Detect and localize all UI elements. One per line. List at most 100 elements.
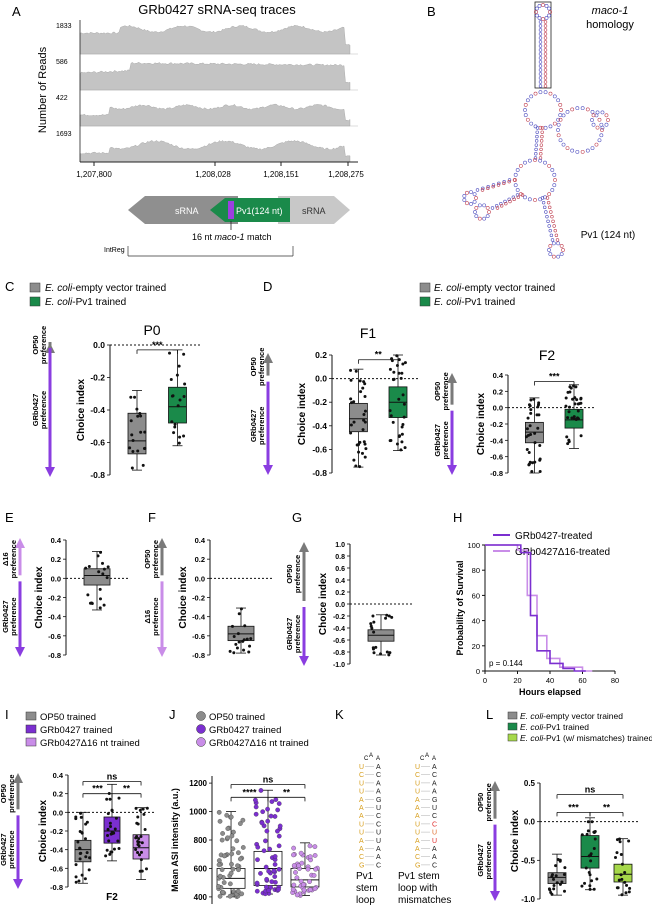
- data-point: [88, 856, 92, 860]
- data-point: [80, 831, 84, 835]
- data-point: [136, 842, 140, 846]
- stem-base-left: G: [359, 862, 364, 869]
- data-point: [237, 856, 243, 862]
- data-point: [139, 850, 143, 854]
- data-point: [296, 863, 301, 869]
- data-point: [117, 847, 121, 851]
- data-point: [234, 642, 238, 646]
- y-tick-label: -0.8: [192, 651, 205, 660]
- nucleotide: [516, 195, 521, 199]
- base: A: [425, 753, 429, 759]
- stem-base-right: C: [432, 813, 437, 820]
- data-point: [108, 797, 112, 801]
- nucleotide: [547, 248, 551, 252]
- data-point: [97, 570, 101, 574]
- stem-base-right: A: [432, 780, 437, 787]
- pref-bottom-label: preference: [441, 421, 450, 459]
- y-tick-label: -0.2: [48, 594, 61, 603]
- data-point: [390, 615, 394, 619]
- legend-c: C E. coli-empty vector trained E. coli-P…: [5, 279, 166, 308]
- y-tick-label: 60: [472, 591, 480, 600]
- pref-bottom-label: preference: [7, 830, 16, 868]
- nucleotide: [597, 138, 602, 143]
- data-point: [526, 416, 530, 420]
- data-point: [372, 630, 376, 634]
- k-caption-left-3: loop: [356, 895, 375, 906]
- data-point: [107, 839, 111, 843]
- legend-h: GRb0427-treated GRb0427Δ16-treated: [493, 531, 610, 558]
- read-coverage-trace: [79, 62, 351, 91]
- nucleotide: [538, 32, 543, 36]
- data-point: [391, 378, 395, 382]
- pref-top-label: OP50: [285, 564, 294, 583]
- y-axis-label: Choice index: [178, 566, 189, 629]
- data-point: [291, 852, 296, 858]
- preference-arrowhead-up: [490, 781, 500, 791]
- data-point: [624, 891, 628, 895]
- nucleotide: [523, 108, 527, 112]
- data-point: [533, 441, 537, 445]
- y-tick-label: 0.4: [53, 771, 64, 780]
- stem-base-right: G: [376, 797, 381, 804]
- legend-c-item-1: E. coli-empty vector trained: [45, 283, 166, 294]
- stem-base-left: A: [359, 797, 364, 804]
- data-point: [232, 651, 236, 655]
- data-point: [253, 797, 258, 803]
- data-point: [249, 637, 253, 641]
- chart-g: 1.00.80.60.40.20.0-0.2-0.4-0.6-0.8-1.0Ch…: [285, 542, 412, 669]
- y-axis-label: Choice index: [34, 566, 45, 629]
- data-point: [229, 861, 234, 867]
- nucleotide: [545, 196, 550, 200]
- data-point: [586, 820, 590, 824]
- survival-curve-delta16: [485, 544, 593, 672]
- data-point: [235, 863, 240, 869]
- data-point: [357, 450, 361, 454]
- nucleotide: [597, 117, 602, 122]
- data-point: [354, 369, 358, 373]
- y-tick-label: 0.0: [93, 340, 105, 350]
- data-point: [573, 402, 577, 406]
- data-point: [588, 873, 592, 877]
- nucleotide: [543, 44, 548, 48]
- nucleotide: [540, 196, 545, 200]
- y-tick-label: 0.2: [493, 387, 503, 396]
- data-point: [136, 822, 140, 826]
- data-point: [372, 651, 376, 655]
- nucleotide: [580, 149, 585, 154]
- nucleotide: [591, 113, 596, 118]
- data-point: [358, 465, 362, 469]
- pref-top-label: preference: [7, 774, 16, 812]
- y-tick-label: 0.0: [53, 808, 63, 817]
- data-point: [224, 812, 230, 818]
- stem-base-right: A: [376, 854, 381, 861]
- x-tick-a-3: 1,208,151: [263, 170, 299, 179]
- nucleotide: [547, 192, 552, 197]
- data-point: [261, 848, 267, 854]
- nucleotide: [538, 80, 543, 84]
- data-point: [586, 829, 590, 833]
- y-tick-label: 0.0: [493, 404, 503, 413]
- y-tick-label: 0.4: [51, 536, 62, 545]
- nucleotide: [543, 60, 548, 64]
- pref-bottom-label: GRb0427: [0, 833, 8, 866]
- legend-d-item-1: E. coli-empty vector trained: [434, 283, 555, 294]
- panel-letter-b: B: [427, 4, 436, 19]
- nucleotide: [543, 84, 548, 88]
- read-coverage-trace: [79, 103, 351, 127]
- data-point: [537, 413, 541, 417]
- x-ticks-a: 1,207,800 1,208,028 1,208,151 1,208,275: [76, 162, 364, 179]
- legend-h-item-1: GRb0427-treated: [515, 531, 592, 542]
- y-tick-label: -0.4: [333, 626, 345, 633]
- nucleotide: [548, 252, 553, 257]
- data-point: [217, 873, 223, 879]
- data-point: [102, 603, 106, 607]
- read-coverage-trace: [79, 140, 351, 163]
- pref-bottom-label: preference: [151, 597, 160, 635]
- data-point: [389, 414, 393, 418]
- nucleotide: [538, 84, 543, 88]
- nucleotide: [543, 195, 547, 200]
- box: [103, 816, 121, 844]
- data-point: [547, 887, 551, 891]
- data-point: [527, 451, 531, 455]
- stem-base-right: U: [376, 838, 381, 845]
